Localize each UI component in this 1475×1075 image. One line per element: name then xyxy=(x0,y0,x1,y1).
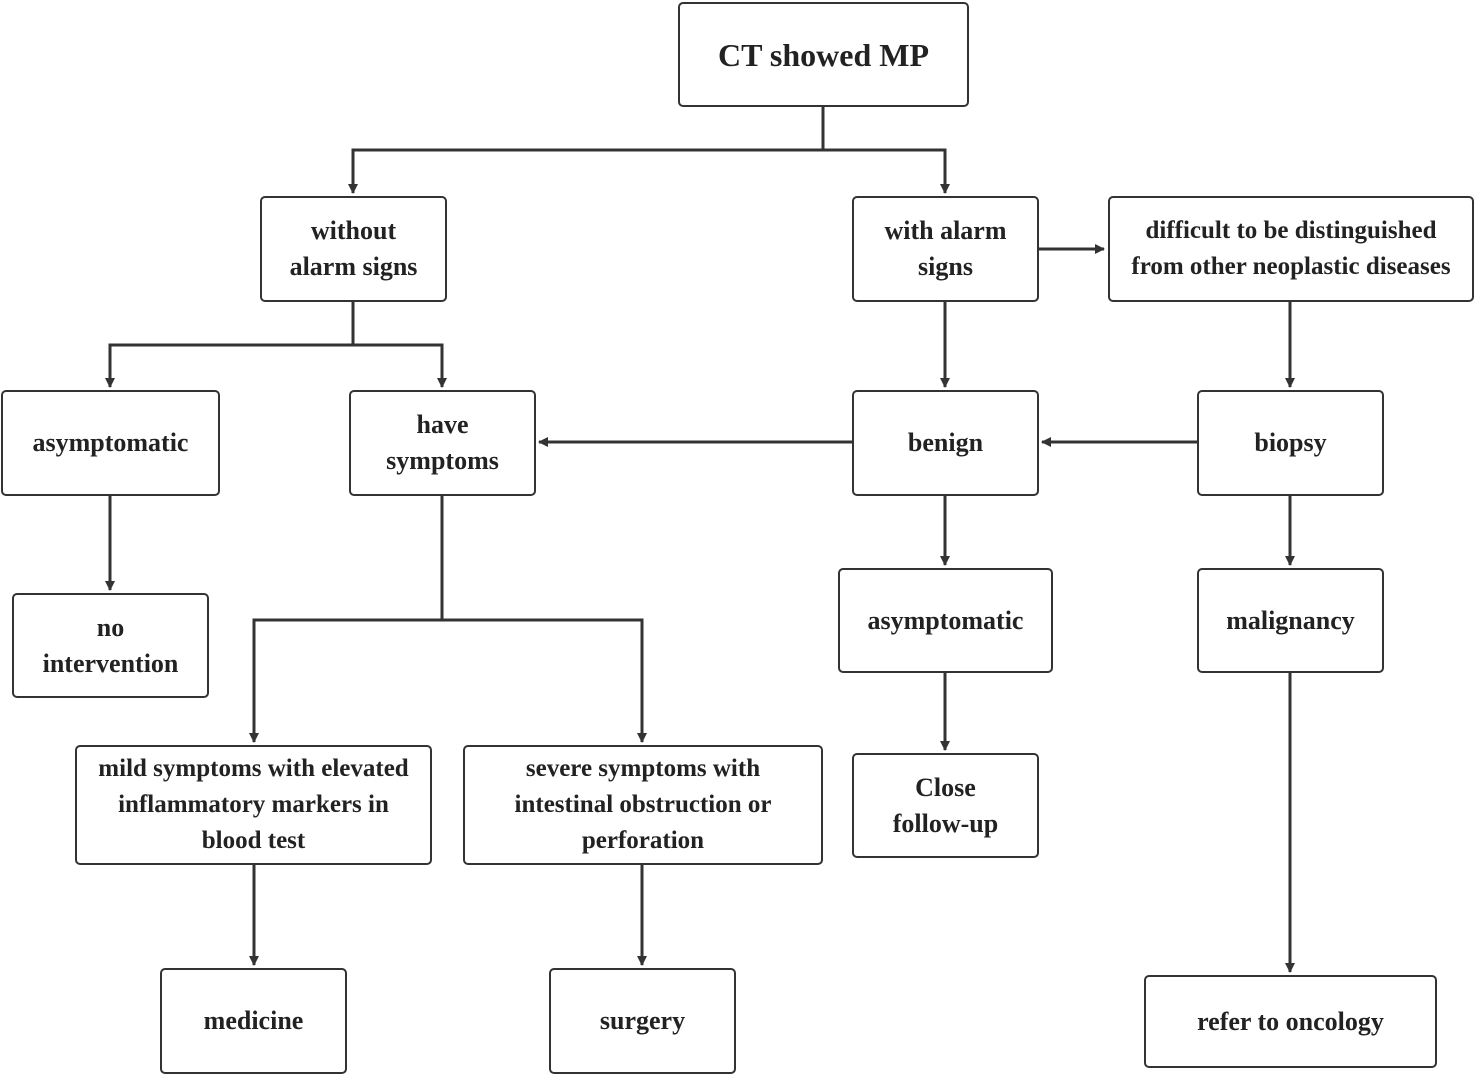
connector-ct-to-without-alarm xyxy=(348,106,825,194)
connector-without-alarm-to-asymptomatic xyxy=(105,302,355,388)
node-surgery: surgery xyxy=(549,968,736,1074)
node-asymptomatic-left: asymptomatic xyxy=(1,390,220,496)
connector-without-alarm-to-have-symptoms xyxy=(353,343,447,388)
node-no-intervention: no intervention xyxy=(12,593,209,698)
connector-have-symptoms-to-severe xyxy=(442,618,647,743)
node-benign: benign xyxy=(852,390,1039,496)
node-ct-showed-mp: CT showed MP xyxy=(678,2,969,107)
node-with-alarm-signs: with alarm signs xyxy=(852,196,1039,302)
node-biopsy: biopsy xyxy=(1197,390,1384,496)
node-malignancy: malignancy xyxy=(1197,568,1384,673)
node-severe-symptoms: severe symptoms with intestinal obstruct… xyxy=(463,745,823,865)
node-close-follow-up: Close follow-up xyxy=(852,753,1039,858)
node-difficult-to-distinguish: difficult to be distinguished from other… xyxy=(1108,196,1474,302)
connector-have-symptoms-to-mild xyxy=(249,495,444,743)
connector-ct-to-with-alarm xyxy=(823,148,950,194)
node-asymptomatic-right: asymptomatic xyxy=(838,568,1053,673)
node-have-symptoms: have symptoms xyxy=(349,390,536,496)
node-medicine: medicine xyxy=(160,968,347,1074)
node-refer-to-oncology: refer to oncology xyxy=(1144,975,1437,1068)
node-without-alarm-signs: without alarm signs xyxy=(260,196,447,302)
node-mild-symptoms: mild symptoms with elevated inflammatory… xyxy=(75,745,432,865)
